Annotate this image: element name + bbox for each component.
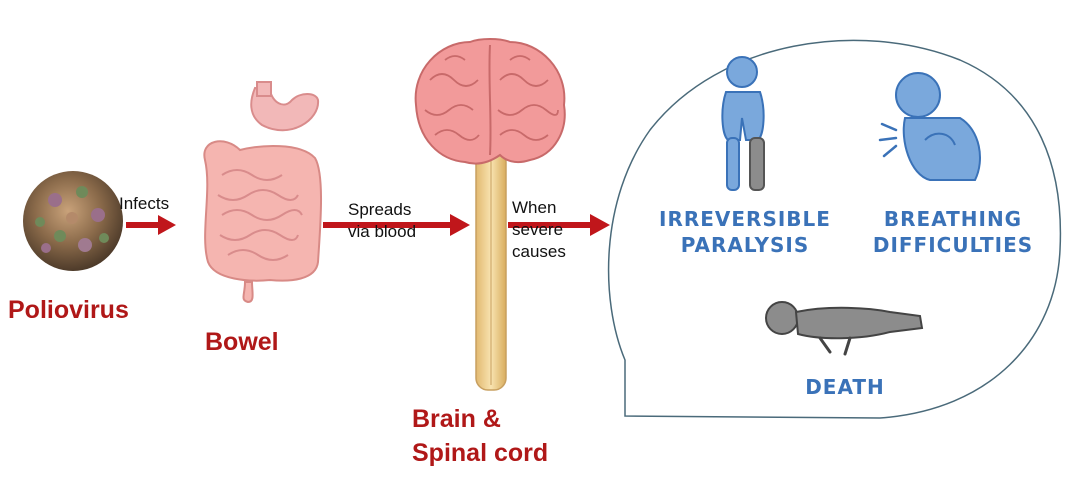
- spreads-label-line2: via blood: [348, 222, 417, 241]
- spreads-label-line1: Spreads: [348, 200, 412, 219]
- death-figure-icon: [765, 301, 924, 356]
- paralysis-label-line1: IRREVERSIBLE: [659, 207, 831, 231]
- brain-spinal-cord-icon: [414, 38, 566, 391]
- death-label: DEATH: [805, 375, 885, 399]
- poliovirus-label: Poliovirus: [8, 296, 129, 324]
- breathing-figure-icon: [878, 72, 981, 181]
- severe-causes-label: When severe causes: [512, 197, 566, 263]
- cns-label: Brain & Spinal cord: [412, 402, 548, 470]
- severe-label-line1: When: [512, 198, 557, 217]
- arrow-spreads: [323, 214, 470, 236]
- poliovirus-icon: [23, 171, 123, 271]
- breathing-label-line1: BREATHING: [883, 207, 1023, 231]
- spreads-label: Spreads via blood: [348, 199, 416, 243]
- breathing-label: BREATHING DIFFICULTIES: [868, 206, 1038, 258]
- cns-label-line2: Spinal cord: [412, 439, 549, 467]
- arrow-causes: [508, 214, 610, 236]
- bowel-icon: [203, 81, 323, 304]
- bowel-label: Bowel: [205, 328, 279, 356]
- paralysis-figure-icon: [721, 56, 765, 191]
- paralysis-label: IRREVERSIBLE PARALYSIS: [655, 206, 835, 258]
- paralysis-label-line2: PARALYSIS: [680, 233, 810, 257]
- breathing-label-line2: DIFFICULTIES: [872, 233, 1034, 257]
- arrow-infects: [126, 215, 176, 235]
- severe-label-line3: causes: [512, 242, 566, 261]
- severe-label-line2: severe: [512, 220, 564, 239]
- cns-label-line1: Brain &: [412, 405, 501, 433]
- infects-label: Infects: [119, 194, 170, 213]
